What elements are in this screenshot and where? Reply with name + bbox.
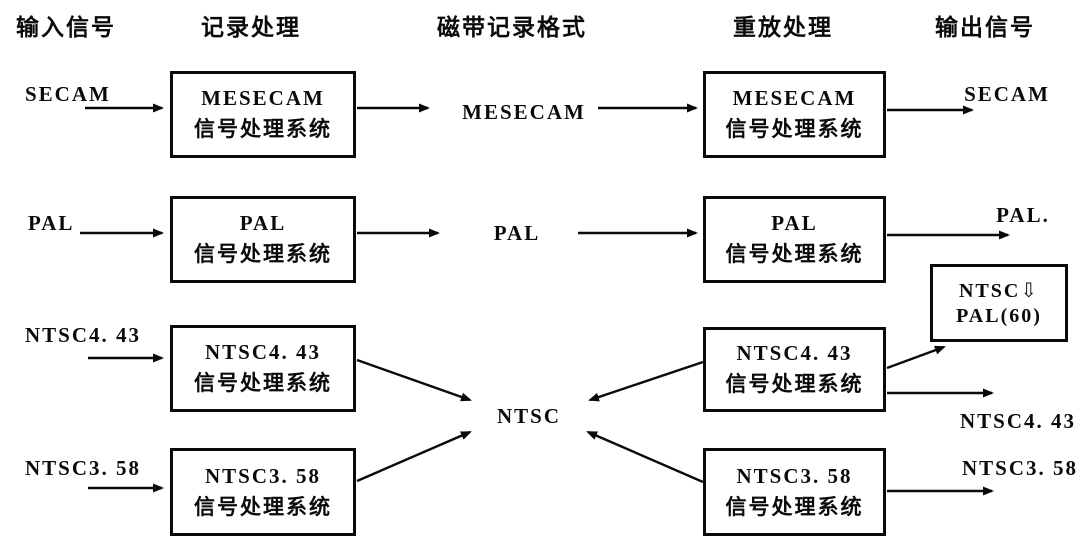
output-label-ntsc358: NTSC3. 58 <box>961 456 1079 480</box>
header-output-signal: 输出信号 <box>935 14 1035 40</box>
box-subtitle: 信号处理系统 <box>194 118 332 141</box>
conversion-box-ntsc-pal60: NTSC⇩ PAL(60) <box>930 264 1068 342</box>
header-playback-processing: 重放处理 <box>733 14 833 40</box>
box-title: NTSC3. 58 <box>736 463 853 488</box>
box-title: NTSC4. 43 <box>204 340 322 364</box>
tape-label-pal: PAL <box>493 221 541 245</box>
arrow-record443-to-ntsc <box>356 358 472 402</box>
arrow-play358-to-ntsc <box>586 430 704 484</box>
box-title: NTSC⇩ <box>958 280 1040 302</box>
header-record-processing: 记录处理 <box>201 14 301 40</box>
box-title: MESECAM <box>201 86 325 110</box>
box-title: PAL <box>239 211 287 235</box>
box-subtitle: 信号处理系统 <box>725 373 864 396</box>
box-subtitle: 信号处理系统 <box>725 495 864 519</box>
record-box-ntsc358: NTSC3. 58 信号处理系统 <box>170 448 356 536</box>
input-label-ntsc358: NTSC3. 58 <box>25 456 142 480</box>
box-title: NTSC4. 43 <box>736 341 853 365</box>
tape-label-mesecam: MESECAM <box>462 100 586 124</box>
box-subtitle: 信号处理系统 <box>194 372 332 395</box>
tape-label-ntsc: NTSC <box>496 404 562 428</box>
play-box-ntsc358: NTSC3. 58 信号处理系统 <box>703 448 886 536</box>
box-subtitle: PAL(60) <box>956 305 1042 327</box>
header-input-signal: 输入信号 <box>16 14 116 40</box>
box-subtitle: 信号处理系统 <box>725 118 864 141</box>
input-label-secam: SECAM <box>25 82 111 106</box>
box-title: NTSC3. 58 <box>204 463 322 488</box>
play-box-mesecam: MESECAM 信号处理系统 <box>703 71 886 158</box>
record-box-pal: PAL 信号处理系统 <box>170 196 356 283</box>
play-box-pal: PAL 信号处理系统 <box>703 196 886 283</box>
box-subtitle: 信号处理系统 <box>725 243 864 266</box>
header-tape-format: 磁带记录格式 <box>437 14 587 40</box>
arrow-record358-to-ntsc <box>356 430 472 483</box>
box-subtitle: 信号处理系统 <box>194 243 332 266</box>
box-subtitle: 信号处理系统 <box>194 495 332 519</box>
play-box-ntsc443: NTSC4. 43 信号处理系统 <box>703 327 886 412</box>
output-label-pal: PAL. <box>996 203 1050 227</box>
input-label-pal: PAL <box>28 211 75 235</box>
arrow-play443-to-pal60-box <box>886 345 946 370</box>
arrow-play443-to-ntsc <box>588 360 704 402</box>
record-box-mesecam: MESECAM 信号处理系统 <box>170 71 356 158</box>
box-title: MESECAM <box>732 86 857 110</box>
input-label-ntsc443: NTSC4. 43 <box>25 323 142 347</box>
output-label-ntsc443: NTSC4. 43 <box>959 409 1077 433</box>
box-title: PAL <box>771 211 818 235</box>
record-box-ntsc443: NTSC4. 43 信号处理系统 <box>170 325 356 412</box>
output-label-secam: SECAM <box>964 82 1050 106</box>
